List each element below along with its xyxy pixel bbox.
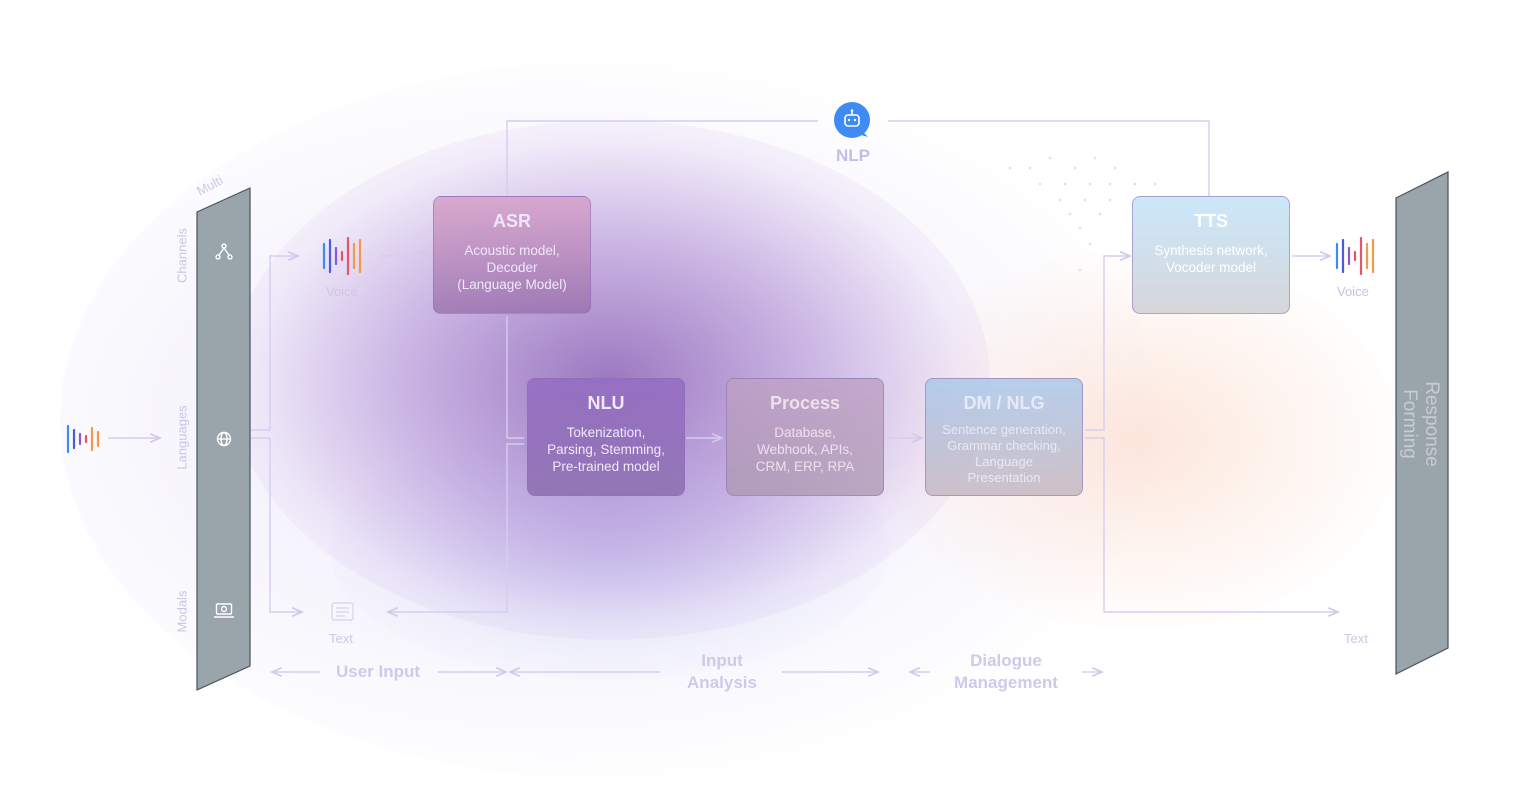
nlu-description: Tokenization, Parsing, Stemming, Pre-tra… — [547, 425, 665, 474]
phase-input-analysis: Input Analysis — [687, 651, 757, 692]
tts-description: Synthesis network, Vocoder model — [1154, 243, 1268, 275]
phase-user-input: User Input — [335, 662, 421, 681]
arrow-nlu-to-text — [388, 443, 524, 612]
nlp-badge — [834, 102, 870, 138]
process-title: Process — [769, 393, 841, 413]
tts-title: TTS — [1194, 211, 1228, 231]
voice-input-caption: Voice — [326, 284, 358, 299]
process-box: Process Database, Webhook, APIs, CRM, ER… — [726, 378, 884, 496]
dm-nlg-title: DM / NLG — [963, 393, 1045, 413]
globe-icon — [216, 431, 232, 447]
line-asr-to-nlu — [506, 316, 524, 439]
response-forming-label: Response Forming — [1399, 381, 1442, 467]
dm-nlg-description: Sentence generation, Grammar checking, L… — [942, 422, 1066, 485]
robot-chat-icon — [844, 109, 868, 137]
nlp-label: NLP — [836, 146, 870, 165]
dm-nlg-box: DM / NLG Sentence generation, Grammar ch… — [925, 378, 1083, 496]
asr-box: ASR Acoustic model, Decoder (Language Mo… — [433, 196, 591, 314]
modals-label: Modals — [174, 590, 190, 633]
channels-label: Channels — [174, 228, 190, 283]
text-input-caption: Text — [329, 631, 353, 646]
process-description: Database, Webhook, APIs, CRM, ERP, RPA — [755, 425, 855, 474]
input-waveform-icon — [66, 424, 100, 454]
arrow-panel-to-voice — [250, 256, 298, 431]
nlu-title: NLU — [587, 393, 625, 413]
text-output-caption: Text — [1344, 631, 1368, 646]
network-icon — [215, 243, 233, 260]
arrow-panel-to-text — [250, 437, 302, 612]
arrow-dm-to-tts — [1085, 256, 1130, 431]
voice-input-waveform-icon — [322, 236, 362, 276]
nlu-box: NLU Tokenization, Parsing, Stemming, Pre… — [527, 378, 685, 496]
voice-output-caption: Voice — [1337, 284, 1369, 299]
response-forming-panel — [1395, 171, 1449, 675]
decorative-dots — [1008, 156, 1157, 272]
asr-title: ASR — [492, 211, 531, 231]
phase-dialogue-management: Dialogue Management — [954, 651, 1058, 692]
arrow-dm-to-text-output — [1085, 437, 1338, 612]
tts-box: TTS Synthesis network, Vocoder model — [1132, 196, 1290, 314]
screen-share-icon — [214, 603, 234, 618]
voice-output-waveform-icon — [1335, 236, 1375, 276]
text-input-icon — [331, 602, 354, 621]
asr-description: Acoustic model, Decoder (Language Model) — [457, 243, 567, 292]
line-nlp-to-tts — [888, 120, 1210, 196]
line-asr-to-nlp — [506, 120, 818, 196]
languages-label: Languages — [174, 405, 190, 470]
